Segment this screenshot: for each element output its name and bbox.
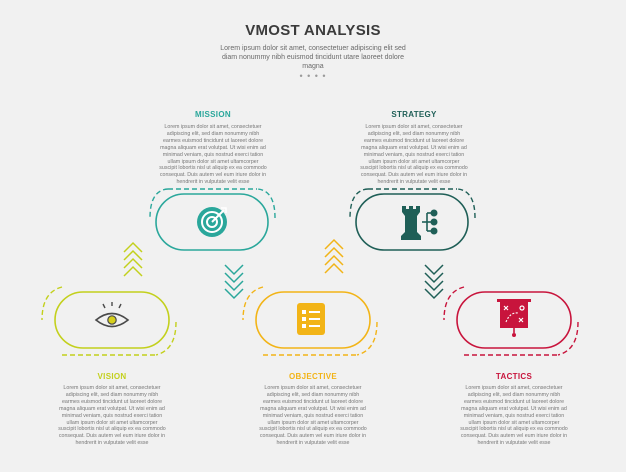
mission-label: MISSION: [195, 110, 231, 119]
eye-icon: [94, 302, 130, 328]
arrow-down-mission-to-objective: [224, 264, 244, 300]
page-dots: • • • •: [299, 71, 327, 81]
target-icon: [197, 207, 227, 237]
page-title: VMOST ANALYSIS: [245, 22, 381, 39]
arrow-up-vision-to-mission: [123, 241, 143, 277]
strategy-description: Lorem ipsum dolor sit amet, consectetuer…: [360, 124, 468, 186]
tactics-description: Lorem ipsum dolor sit amet, consectetuer…: [460, 385, 568, 447]
objective-node: [242, 286, 378, 356]
tactics-label: TACTICS: [495, 372, 533, 381]
strategy-node: [349, 188, 476, 251]
vision-node: [41, 286, 177, 356]
mission-description: Lorem ipsum dolor sit amet, consectetuer…: [159, 124, 267, 186]
objective-description: Lorem ipsum dolor sit amet, consectetuer…: [259, 385, 367, 447]
vision-description: Lorem ipsum dolor sit amet, consectetuer…: [58, 385, 166, 447]
mission-node: [149, 188, 276, 251]
arrow-down-strategy-to-tactics: [424, 264, 444, 300]
checklist-icon: [297, 303, 325, 335]
strategy-label: STRATEGY: [391, 110, 437, 119]
page-subtitle: Lorem ipsum dolor sit amet, consectetuer…: [220, 45, 406, 70]
objective-label: OBJECTIVE: [288, 372, 338, 381]
chess-rook-network-icon: [401, 206, 438, 240]
vision-label: VISION: [97, 372, 127, 381]
arrow-up-objective-to-strategy: [324, 238, 344, 274]
presentation-board-icon: [497, 299, 531, 337]
tactics-node: [443, 286, 579, 356]
